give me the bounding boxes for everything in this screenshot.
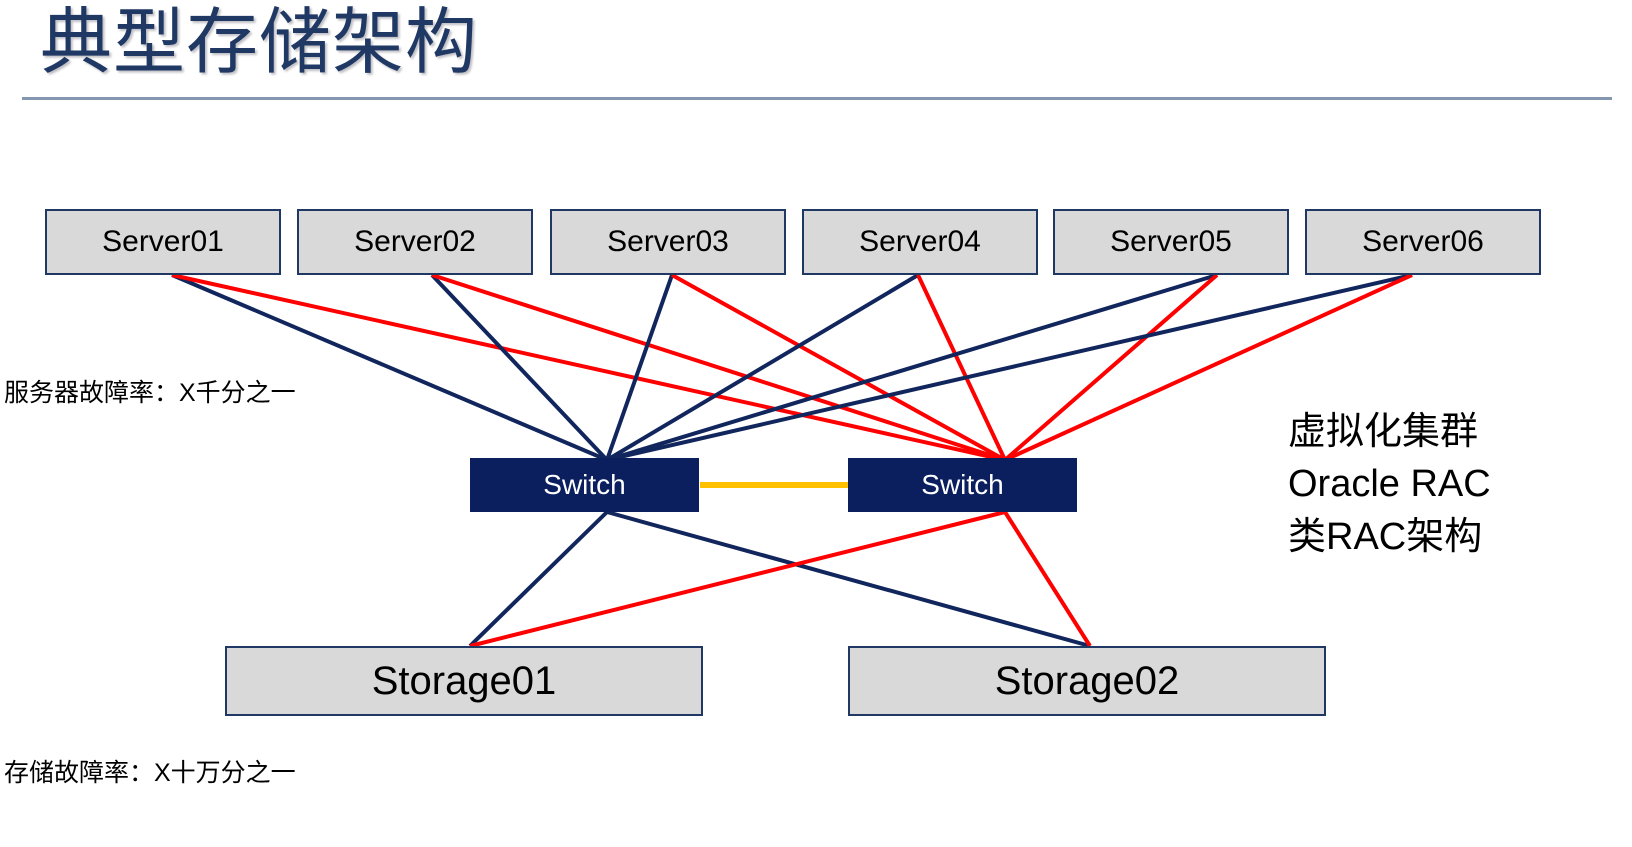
cluster-note-line-2: Oracle RAC: [1288, 463, 1491, 506]
link-switch-left-storage01: [468, 510, 609, 648]
title-divider: [22, 97, 1612, 100]
node-label: Switch: [543, 469, 626, 500]
node-server03[interactable]: Server03: [550, 209, 786, 275]
link-server6-switch-right: [1004, 273, 1413, 462]
link-server3-switch-left: [605, 274, 674, 461]
node-label: Server04: [859, 225, 981, 258]
node-label: Server06: [1362, 225, 1484, 258]
node-switch-right[interactable]: Switch: [848, 458, 1077, 512]
node-label: Server01: [102, 225, 224, 258]
annotation-cluster-note: 虚拟化集群 Oracle RAC 类RAC架构: [1288, 406, 1491, 563]
cluster-note-line-1: 虚拟化集群: [1288, 411, 1479, 453]
annotation-server-failure-rate: 服务器故障率：X千分之一: [4, 379, 296, 407]
page-title: 典型存储架构: [40, 3, 479, 83]
server-switch-links: [171, 273, 1413, 462]
link-switch-right-storage01: [469, 510, 1006, 648]
node-label: Switch: [921, 469, 1004, 500]
link-switch-left-storage02: [606, 510, 1091, 648]
node-storage02[interactable]: Storage02: [848, 646, 1326, 716]
node-storage01[interactable]: Storage01: [225, 646, 703, 716]
node-label: Server05: [1110, 225, 1232, 258]
link-server2-switch-left: [430, 273, 609, 462]
node-label: Server02: [354, 225, 476, 258]
link-server4-switch-left: [605, 273, 920, 462]
link-server6-switch-left: [606, 273, 1413, 462]
node-server01[interactable]: Server01: [45, 209, 281, 275]
link-server4-switch-right: [916, 274, 1007, 461]
annotation-storage-failure-rate: 存储故障率：X十万分之一: [4, 759, 296, 787]
cluster-note-line-3: 类RAC架构: [1288, 515, 1483, 558]
link-server2-switch-right: [431, 273, 1006, 462]
link-server1-switch-left: [171, 273, 608, 462]
link-server1-switch-right: [171, 273, 1006, 462]
node-server04[interactable]: Server04: [802, 209, 1038, 275]
node-server06[interactable]: Server06: [1305, 209, 1541, 275]
node-label: Storage02: [994, 658, 1180, 703]
link-server3-switch-right: [671, 273, 1006, 462]
node-switch-left[interactable]: Switch: [470, 458, 699, 512]
link-server5-switch-left: [606, 273, 1218, 462]
node-label: Server03: [607, 225, 729, 258]
node-server02[interactable]: Server02: [297, 209, 533, 275]
link-switch-right-storage02: [1003, 510, 1092, 648]
link-server5-switch-right: [1003, 273, 1219, 462]
node-label: Storage01: [371, 658, 557, 703]
node-server05[interactable]: Server05: [1053, 209, 1289, 275]
switch-storage-links: [468, 510, 1092, 648]
